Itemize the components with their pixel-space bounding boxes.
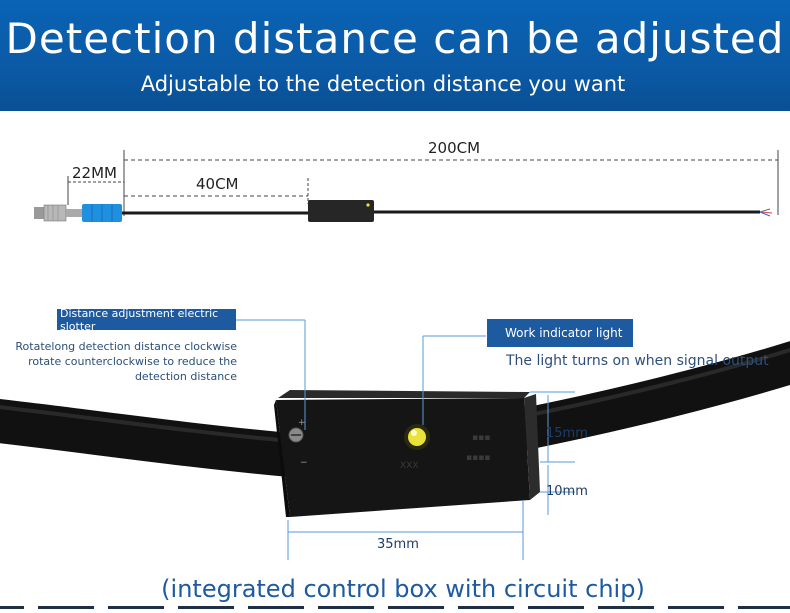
box-depth-label: 10mm [546,484,588,499]
control-box-closeup: + − XXX ▪▪▪ ▪▪▪▪ [274,390,540,517]
footer-dashes [0,606,790,609]
indicator-callout: Work indicator light [487,319,633,347]
svg-text:+: + [298,418,306,428]
footer-caption: (integrated control box with circuit chi… [161,575,645,603]
slotter-description-line: rotate counterclockwise to reduce the [28,355,237,368]
dimension-lines [67,150,779,216]
cable-to-box-label: 40CM [196,175,239,193]
page-subtitle: Adjustable to the detection distance you… [140,72,626,96]
callout-leaders [236,319,486,430]
probe-length-label: 22MM [72,164,117,182]
slotter-callout: Distance adjustment electric slotter [57,307,236,333]
svg-text:XXX: XXX [400,461,419,471]
closeup-dimension-lines [287,391,575,560]
sensor-probe [34,204,122,222]
slotter-description-line: detection distance [134,370,237,383]
control-box-small [308,200,374,222]
svg-text:−: − [300,458,308,468]
box-height-label: 15mm [546,426,588,441]
slotter-description-line: Rotatelong detection distance clockwise [15,340,237,353]
svg-text:▪▪▪▪: ▪▪▪▪ [466,453,490,463]
slotter-description: Rotatelong detection distance clockwise … [10,339,237,384]
total-length-label: 200CM [428,139,481,157]
svg-text:▪▪▪: ▪▪▪ [472,433,490,443]
page-title: Detection distance can be adjusted [5,14,785,63]
cable-closeup [0,341,790,477]
header-banner: Detection distance can be adjusted Adjus… [0,0,790,111]
box-width-label: 35mm [377,537,419,552]
indicator-description: The light turns on when signal output [506,353,769,369]
